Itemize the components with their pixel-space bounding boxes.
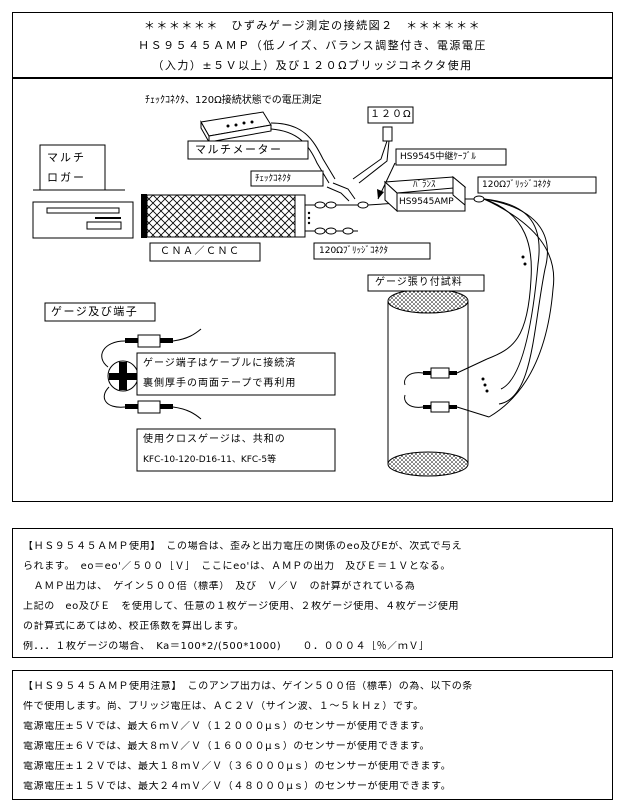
cable-end-left xyxy=(141,194,147,238)
gauge-terminal-detail xyxy=(101,328,202,420)
cross-gauge-line-1: 使用クロスゲージは、共和の xyxy=(143,434,286,445)
check-connector-label-box xyxy=(250,170,324,187)
specimen-cylinder xyxy=(387,288,469,477)
usage-line-4: 上記の eo及びＥ を使用して、任意の１枚ゲージ使用、２枚ゲージ使用、４枚ゲージ… xyxy=(23,601,460,612)
note-box xyxy=(136,352,336,396)
specimen-gauge-upper xyxy=(404,358,488,386)
bridge-connector-bottom-label: 120Ωﾌﾞﾘｯｼﾞｺﾈｸﾀ xyxy=(319,246,389,256)
check-voltage-label: ﾁｪｯｸｺﾈｸﾀ、120Ω接続状態での電圧測定 xyxy=(145,95,322,106)
relay-cable-label: HS9545中継ｹｰﾌﾞﾙ xyxy=(400,152,476,162)
caution-box: 【ＨＳ９５４５ＡＭＰ使用注意】 このアンプ出力は、ゲイン５００倍（標準）の為、以… xyxy=(12,670,613,800)
usage-line-1: 【ＨＳ９５４５ＡＭＰ使用】 この場合は、歪みと出力電圧の関係のeo及びEが、次式… xyxy=(23,541,463,552)
resistor-label-box xyxy=(367,106,414,124)
usage-line-6: 例．．．１枚ゲージの場合、 Ka＝100*2/(500*1000) ０．０００４… xyxy=(23,641,430,652)
bridge-connector-right xyxy=(473,195,485,203)
bridge-connector-right-label: 120Ωﾌﾞﾘｯｼﾞｺﾈｸﾀ xyxy=(482,180,552,190)
caution-line-6: 電源電圧±１５Ｖでは、最大２４ｍＶ／Ｖ（４８０００μｓ）のセンサーが使用できます… xyxy=(23,781,452,792)
caution-line-5: 電源電圧±１２Ｖでは、最大１８ｍＶ／Ｖ（３６０００μｓ）のセンサーが使用できます… xyxy=(23,761,452,772)
multimeter-label: マルチメーター xyxy=(195,143,283,156)
check-connector-label: ﾁｪｯｸｺﾈｸﾀ xyxy=(255,174,292,184)
resistor-icon xyxy=(382,126,393,142)
cna-label-box xyxy=(149,242,261,262)
logger-label-1: マルチ xyxy=(47,151,86,164)
note-line-1: ゲージ端子はケーブルに接続済 xyxy=(143,358,297,369)
note-line-2: 裏側厚手の両面テープで再利用 xyxy=(143,378,297,389)
amp-label: HS9545AMP xyxy=(399,197,454,207)
gauge-terminal-label: ゲージ及び端子 xyxy=(51,305,139,318)
connector-pair-left xyxy=(305,201,326,235)
caution-line-1: 【ＨＳ９５４５ＡＭＰ使用注意】 このアンプ出力は、ゲイン５００倍（標準）の為、以… xyxy=(23,681,473,692)
specimen-label: ゲージ張り付試料 xyxy=(375,277,463,288)
title-box: ＊＊＊＊＊＊ ひずみゲージ測定の接続図２ ＊＊＊＊＊＊ ＨＳ９５４５ＡＭＰ（低ノ… xyxy=(12,12,613,78)
bridge-bottom-label-box xyxy=(313,242,431,260)
cna-label: ＣＮＡ／ＣＮＣ xyxy=(160,246,241,257)
specimen-gauge-lower xyxy=(404,394,490,418)
title-line-2: ＨＳ９５４５ＡＭＰ（低ノイズ、バランス調整付き、電源電圧 xyxy=(138,39,487,52)
caution-line-2: 件で使用します。尚、ブリッジ電圧は、ＡＣ２Ｖ（サイン波、１～５ｋＨｚ）です。 xyxy=(23,701,424,712)
usage-line-5: の計算式にあてはめ、校正係数を算出します。 xyxy=(23,621,245,632)
balance-label: ﾊﾞﾗﾝｽ xyxy=(413,180,436,190)
amp-box xyxy=(383,175,467,213)
usage-box: 【ＨＳ９５４５ＡＭＰ使用】 この場合は、歪みと出力電圧の関係のeo及びEが、次式… xyxy=(12,528,613,658)
multimeter xyxy=(200,111,272,144)
braided-cable xyxy=(146,194,296,238)
connection-diagram xyxy=(32,106,597,477)
usage-line-2: られます。 eo＝eo'／５００［Ｖ］ ここにeo'は、ＡＭＰの出力 及びＥ＝１… xyxy=(23,561,452,572)
caution-line-3: 電源電圧±５Ｖでは、最大６ｍＶ／Ｖ（１２０００μｓ）のセンサーが使用できます。 xyxy=(23,721,431,732)
connector-pair-mid xyxy=(325,201,369,235)
bridge-right-label-box xyxy=(477,176,597,194)
title-line-1: ＊＊＊＊＊＊ ひずみゲージ測定の接続図２ ＊＊＊＊＊＊ xyxy=(143,19,482,32)
title-line-3: （入力）±５Ｖ以上）及び１２０Ωブリッジコネクタ使用 xyxy=(152,59,473,72)
multimeter-label-box xyxy=(187,140,309,160)
caution-line-4: 電源電圧±６Ｖでは、最大８ｍＶ／Ｖ（１６０００μｓ）のセンサーが使用できます。 xyxy=(23,741,431,752)
cross-gauge-line-2: KFC-10-120-D16-11、KFC-5等 xyxy=(143,455,277,465)
resistor-label: １２０Ω xyxy=(370,109,412,120)
relay-cable-label-box xyxy=(395,148,507,166)
diagram-box: ﾁｪｯｸｺﾈｸﾀ、120Ω接続状態での電圧測定 １２０Ω マルチメーター マルチ… xyxy=(12,78,613,502)
logger-label-2: ロガー xyxy=(47,171,86,184)
gauge-terminal-label-box xyxy=(44,302,156,322)
usage-line-3: ＡＭＰ出力は、 ゲイン５００倍（標準） 及び Ｖ／Ｖ の計算がされている為 xyxy=(23,581,416,592)
cross-gauge-box xyxy=(136,428,336,472)
specimen-label-box xyxy=(367,274,485,292)
